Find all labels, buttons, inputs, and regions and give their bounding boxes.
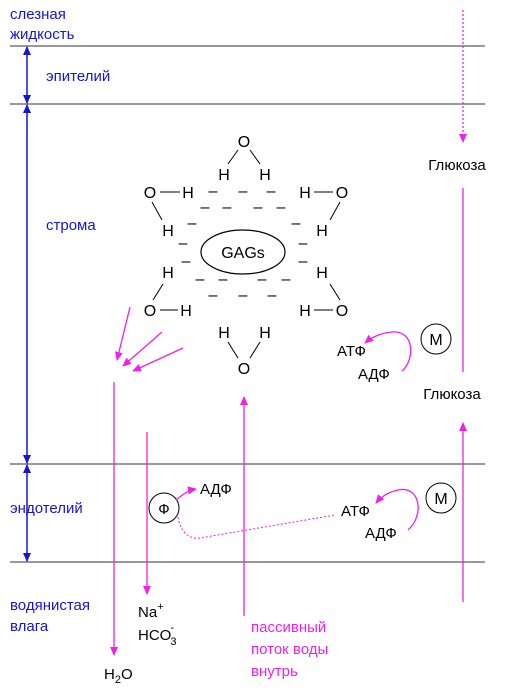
- svg-text:–: –: [299, 235, 308, 252]
- glucose-label-top: Глюкоза: [428, 157, 486, 174]
- endo-atp-cycle-arrow: [375, 488, 419, 531]
- endo-enzyme-m-label: M: [434, 491, 447, 508]
- svg-text:–: –: [196, 271, 205, 288]
- svg-text:–: –: [188, 215, 197, 232]
- svg-text:–: –: [209, 183, 218, 200]
- water-o-upper-left: O: [144, 185, 156, 202]
- water-convergence-arrows: [115, 306, 184, 372]
- svg-text:–: –: [292, 215, 301, 232]
- stroma-enzyme-m-circle: [420, 323, 452, 355]
- svg-text:–: –: [223, 199, 232, 216]
- water-h-bottom-right: H: [259, 325, 271, 342]
- phosphatase-circle: [148, 492, 180, 524]
- water-h-lower-left-1: H: [180, 303, 192, 320]
- svg-text:–: –: [201, 199, 210, 216]
- water-h-upper-left-2: H: [162, 223, 174, 240]
- label-endothelium: эндотелий: [10, 500, 83, 517]
- passive-flow-label-2: поток воды: [251, 641, 328, 658]
- label-aqueous-2: влага: [10, 618, 49, 635]
- water-o-lower-right: O: [336, 303, 348, 320]
- endothelium-atp-pump: Ф АДФ АТФ АДФ M: [148, 481, 457, 542]
- endo-adp-top-label: АДФ: [200, 481, 232, 498]
- stroma-atp-cycle-arrow: [364, 331, 412, 372]
- label-tear-film-2: жидкость: [10, 26, 75, 43]
- svg-text:–: –: [299, 253, 308, 270]
- label-aqueous-1: водянистая: [10, 597, 90, 614]
- endo-adp-label: АДФ: [365, 525, 397, 542]
- svg-text:–: –: [268, 287, 277, 304]
- water-o-upper-right: O: [336, 185, 348, 202]
- water-h-upper-right-1: H: [299, 185, 311, 202]
- water-h-upper-right-2: H: [316, 223, 328, 240]
- gags-charges: – – – – – – – – – – – – – – – – – – – –: [179, 183, 308, 304]
- water-h-top-right: H: [259, 167, 271, 184]
- water-h-lower-left-2: H: [162, 265, 174, 282]
- svg-text:–: –: [239, 183, 248, 200]
- stroma-adp-label: АДФ: [358, 366, 390, 383]
- label-stroma: строма: [46, 217, 96, 234]
- svg-text:–: –: [209, 287, 218, 304]
- gags-water-cluster: GAGs O H H O H H O H H O H H O H H O H H: [144, 134, 348, 378]
- svg-text:–: –: [277, 199, 286, 216]
- svg-text:–: –: [179, 235, 188, 252]
- phosphate-transfer-dotted: [177, 514, 336, 539]
- ion-bicarbonate: HCO3-: [138, 622, 176, 648]
- gags-label: GAGs: [221, 245, 265, 262]
- label-tear-film-1: слезная: [10, 6, 66, 23]
- glucose-label-bottom: Глюкоза: [423, 386, 481, 403]
- water-h-bottom-left: H: [218, 325, 230, 342]
- water-h-upper-left-1: H: [182, 185, 194, 202]
- water-o-bottom: O: [238, 361, 250, 378]
- water-o-lower-left: O: [144, 303, 156, 320]
- svg-text:–: –: [239, 287, 248, 304]
- svg-text:–: –: [254, 199, 263, 216]
- stroma-enzyme-m-label: M: [429, 332, 442, 349]
- water-molecule-label: H2O: [104, 666, 133, 686]
- phosphatase-arrow: [175, 486, 197, 501]
- water-h-lower-right-2: H: [316, 265, 328, 282]
- svg-text:–: –: [267, 183, 276, 200]
- svg-text:–: –: [182, 253, 191, 270]
- stroma-atp-label: АТФ: [337, 343, 366, 360]
- gags-ellipse: [200, 229, 286, 275]
- passive-flow-label-1: пассивный: [251, 619, 326, 636]
- phosphatase-label: Ф: [158, 501, 169, 518]
- water-h-lower-right-1: H: [299, 303, 311, 320]
- svg-text:–: –: [258, 271, 267, 288]
- stroma-atp-pump: АТФ АДФ M: [337, 323, 452, 383]
- svg-text:–: –: [282, 271, 291, 288]
- svg-text:–: –: [219, 271, 228, 288]
- water-o-top: O: [238, 134, 250, 151]
- endo-atp-label: АТФ: [341, 503, 370, 520]
- label-epithelium: эпителий: [46, 68, 110, 85]
- passive-flow-label-3: внутрь: [251, 663, 298, 680]
- ion-sodium: Na+: [138, 601, 164, 621]
- water-h-top-left: H: [218, 167, 230, 184]
- endo-enzyme-m-circle: [425, 482, 457, 514]
